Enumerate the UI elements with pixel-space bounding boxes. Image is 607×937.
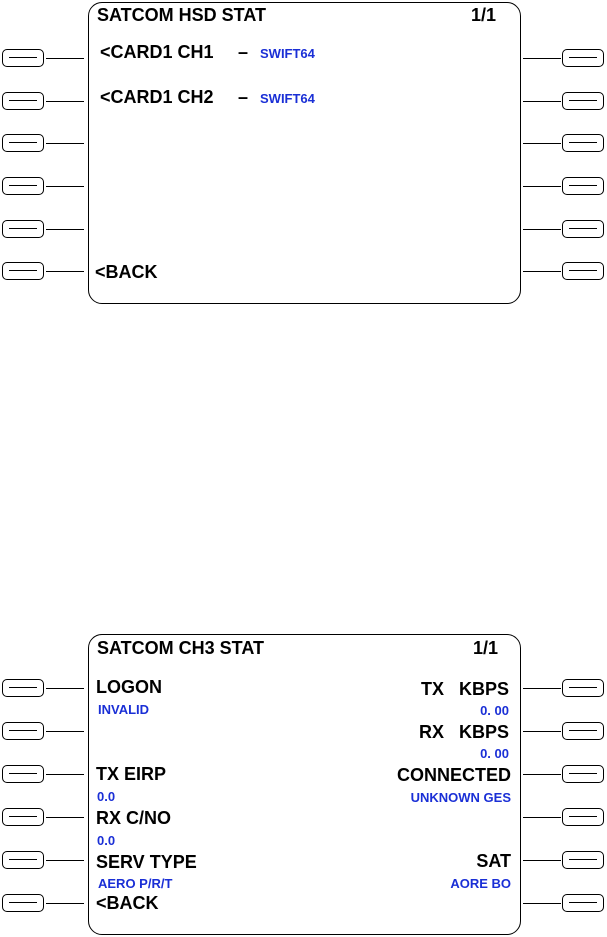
lsk-2r-screen2[interactable] xyxy=(562,722,604,740)
lsk-4r-lead xyxy=(523,817,561,818)
lsk-3r-screen1[interactable] xyxy=(562,134,604,152)
card1-ch2-label[interactable]: <CARD1 CH2 xyxy=(100,87,214,108)
lsk-6l-lead xyxy=(46,271,84,272)
page-number: 1/1 xyxy=(473,638,498,659)
lsk-5r-screen1[interactable] xyxy=(562,220,604,238)
lsk-3l-lead xyxy=(46,774,84,775)
lsk-4r-lead xyxy=(523,186,561,187)
lsk-1l-lead xyxy=(46,688,84,689)
lsk-2l-lead xyxy=(46,731,84,732)
rx-kbps-label: RX KBPS xyxy=(419,722,509,743)
logon-value: INVALID xyxy=(98,702,149,717)
lsk-6l-lead xyxy=(46,903,84,904)
lsk-6l-screen2[interactable] xyxy=(2,894,44,912)
lsk-2l-screen2[interactable] xyxy=(2,722,44,740)
lsk-3r-screen2[interactable] xyxy=(562,765,604,783)
lsk-4l-screen2[interactable] xyxy=(2,808,44,826)
lsk-5r-screen2[interactable] xyxy=(562,851,604,869)
lsk-3l-screen1[interactable] xyxy=(2,134,44,152)
card1-ch1-value: SWIFT64 xyxy=(260,46,315,61)
connected-label: CONNECTED xyxy=(397,765,511,786)
lsk-4r-screen2[interactable] xyxy=(562,808,604,826)
connected-value: UNKNOWN GES xyxy=(411,790,511,805)
serv-type-label: SERV TYPE xyxy=(96,852,197,873)
tx-eirp-value: 0.0 xyxy=(97,789,115,804)
card1-ch2-value: SWIFT64 xyxy=(260,91,315,106)
lsk-5l-lead xyxy=(46,860,84,861)
lsk-5r-lead xyxy=(523,229,561,230)
lsk-6r-lead xyxy=(523,903,561,904)
page-number: 1/1 xyxy=(471,5,496,26)
tx-eirp-label: TX EIRP xyxy=(96,764,166,785)
lsk-6r-screen1[interactable] xyxy=(562,262,604,280)
tx-kbps-value: 0. 00 xyxy=(480,703,509,718)
lsk-1l-screen1[interactable] xyxy=(2,49,44,67)
rx-cno-value: 0.0 xyxy=(97,833,115,848)
back-prompt[interactable]: <BACK xyxy=(96,893,159,914)
page-title: SATCOM CH3 STAT xyxy=(97,638,264,659)
card1-ch1-label[interactable]: <CARD1 CH1 xyxy=(100,42,214,63)
lsk-6r-lead xyxy=(523,271,561,272)
lsk-1l-screen2[interactable] xyxy=(2,679,44,697)
back-prompt[interactable]: <BACK xyxy=(95,262,158,283)
lsk-3r-lead xyxy=(523,774,561,775)
lsk-4l-lead xyxy=(46,817,84,818)
lsk-3l-lead xyxy=(46,143,84,144)
tx-kbps-label: TX KBPS xyxy=(421,679,509,700)
lsk-2r-screen1[interactable] xyxy=(562,92,604,110)
lsk-4l-lead xyxy=(46,186,84,187)
lsk-3r-lead xyxy=(523,143,561,144)
lsk-6r-screen2[interactable] xyxy=(562,894,604,912)
card1-ch1-dash: – xyxy=(238,42,248,63)
lsk-5l-screen2[interactable] xyxy=(2,851,44,869)
lsk-3l-screen2[interactable] xyxy=(2,765,44,783)
sat-value: AORE BO xyxy=(450,876,511,891)
lsk-1r-lead xyxy=(523,688,561,689)
lsk-1l-lead xyxy=(46,58,84,59)
rx-kbps-value: 0. 00 xyxy=(480,746,509,761)
lsk-4r-screen1[interactable] xyxy=(562,177,604,195)
page-title: SATCOM HSD STAT xyxy=(97,5,266,26)
lsk-2l-lead xyxy=(46,101,84,102)
lsk-5l-screen1[interactable] xyxy=(2,220,44,238)
logon-label: LOGON xyxy=(96,677,162,698)
sat-label: SAT xyxy=(476,851,511,872)
lsk-5r-lead xyxy=(523,860,561,861)
serv-type-value: AERO P/R/T xyxy=(98,876,172,891)
lsk-5l-lead xyxy=(46,229,84,230)
lsk-1r-lead xyxy=(523,58,561,59)
lsk-1r-screen1[interactable] xyxy=(562,49,604,67)
lsk-2r-lead xyxy=(523,101,561,102)
lsk-4l-screen1[interactable] xyxy=(2,177,44,195)
rx-cno-label: RX C/NO xyxy=(96,808,171,829)
lsk-2r-lead xyxy=(523,731,561,732)
lsk-2l-screen1[interactable] xyxy=(2,92,44,110)
lsk-1r-screen2[interactable] xyxy=(562,679,604,697)
card1-ch2-dash: – xyxy=(238,87,248,108)
lsk-6l-screen1[interactable] xyxy=(2,262,44,280)
